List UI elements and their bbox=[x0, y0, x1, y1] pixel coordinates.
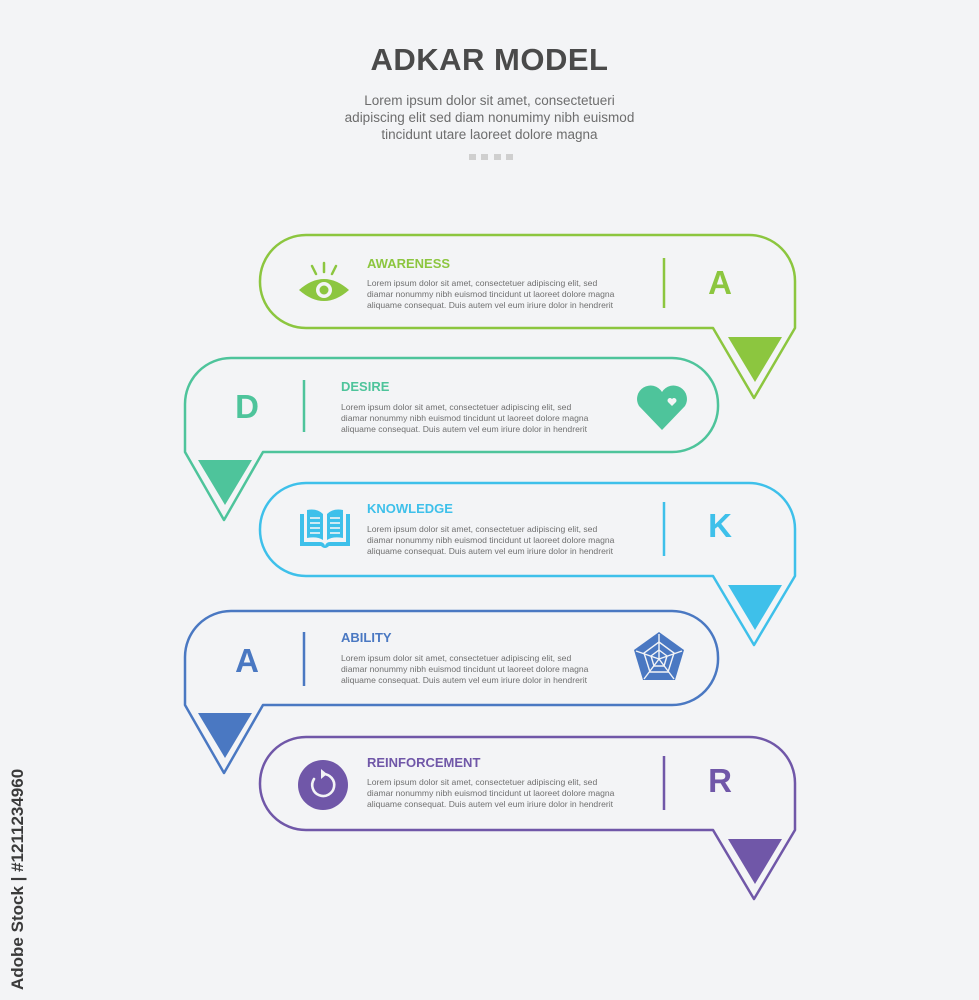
desc-line: diamar nonummy nibh euismod tincidunt ut… bbox=[367, 788, 615, 798]
step-title-knowledge: KNOWLEDGE bbox=[367, 501, 453, 516]
desc-line: Lorem ipsum dolor sit amet, consectetuer… bbox=[367, 777, 598, 787]
subtitle-line: tincidunt utare laoreet dolore magna bbox=[381, 127, 598, 142]
frame-desire bbox=[183, 356, 720, 522]
step-title-reinforcement: REINFORCEMENT bbox=[367, 755, 481, 770]
page-title: ADKAR MODEL bbox=[370, 42, 609, 77]
step-desc-desire: Lorem ipsum dolor sit amet, consectetuer… bbox=[341, 402, 588, 435]
watermark-text: Adobe Stock | #1211234960 bbox=[8, 768, 27, 990]
desc-line: aliquame consequat. Duis autem vel eum i… bbox=[367, 546, 614, 556]
step-desc-ability: Lorem ipsum dolor sit amet, consectetuer… bbox=[341, 653, 588, 686]
step-title-desire: DESIRE bbox=[341, 379, 390, 394]
desc-line: diamar nonummy nibh euismod tincidunt ut… bbox=[367, 289, 615, 299]
pentagon-web-icon bbox=[631, 630, 687, 684]
step-title-ability: ABILITY bbox=[341, 630, 392, 645]
desc-line: Lorem ipsum dolor sit amet, consectetuer… bbox=[367, 524, 598, 534]
page-subtitle: Lorem ipsum dolor sit amet, consectetuer… bbox=[0, 92, 979, 143]
desc-line: Lorem ipsum dolor sit amet, consectetuer… bbox=[341, 402, 572, 412]
step-title-awareness: AWARENESS bbox=[367, 256, 451, 271]
desc-line: aliquame consequat. Duis autem vel eum i… bbox=[341, 424, 588, 434]
step-desc-reinforcement: Lorem ipsum dolor sit amet, consectetuer… bbox=[367, 777, 614, 810]
decorative-dots bbox=[469, 154, 513, 160]
desc-line: aliquame consequat. Duis autem vel eum i… bbox=[367, 799, 614, 809]
desc-line: diamar nonummy nibh euismod tincidunt ut… bbox=[341, 664, 589, 674]
desc-line: aliquame consequat. Duis autem vel eum i… bbox=[341, 675, 588, 685]
desc-line: diamar nonummy nibh euismod tincidunt ut… bbox=[341, 413, 589, 423]
step-letter-desire: D bbox=[235, 388, 259, 425]
frame-knowledge bbox=[258, 481, 797, 647]
subtitle-line: adipiscing elit sed diam nonumimy nibh e… bbox=[344, 110, 635, 125]
desc-line: aliquame consequat. Duis autem vel eum i… bbox=[367, 300, 614, 310]
step-desc-knowledge: Lorem ipsum dolor sit amet, consectetuer… bbox=[367, 524, 614, 557]
desc-line: Lorem ipsum dolor sit amet, consectetuer… bbox=[341, 653, 572, 663]
subtitle-line: Lorem ipsum dolor sit amet, consectetuer… bbox=[364, 93, 615, 108]
desc-line: diamar nonummy nibh euismod tincidunt ut… bbox=[367, 535, 615, 545]
step-letter-reinforcement: R bbox=[708, 762, 732, 799]
eye-icon bbox=[296, 260, 352, 306]
book-icon bbox=[297, 506, 353, 552]
step-letter-awareness: A bbox=[708, 264, 732, 301]
frame-ability bbox=[183, 609, 720, 775]
desc-line: Lorem ipsum dolor sit amet, consectetuer… bbox=[367, 278, 598, 288]
heart-icon bbox=[634, 384, 690, 432]
step-letter-ability: A bbox=[235, 642, 259, 679]
step-desc-awareness: Lorem ipsum dolor sit amet, consectetuer… bbox=[367, 278, 614, 311]
refresh-icon bbox=[296, 759, 350, 811]
frame-reinforcement bbox=[258, 735, 797, 901]
frame-awareness bbox=[258, 233, 797, 400]
step-letter-knowledge: K bbox=[708, 507, 732, 544]
